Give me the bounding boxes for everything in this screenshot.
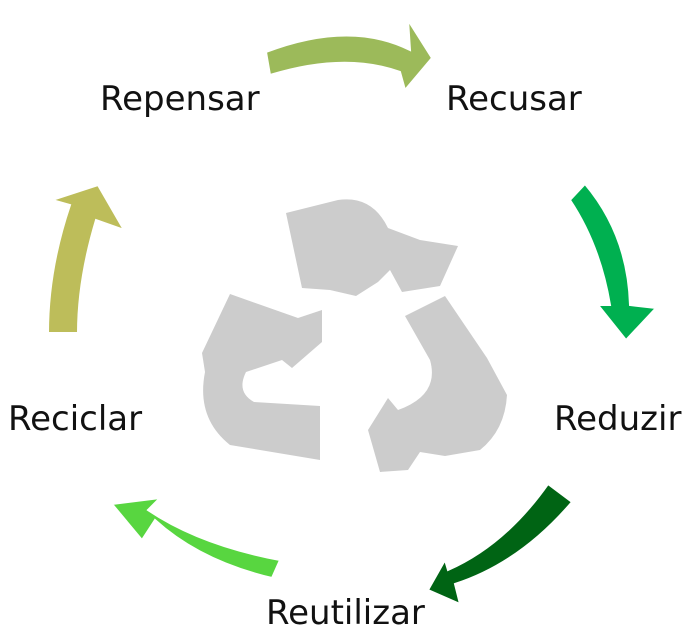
step-label-recusar: Recusar [446, 79, 582, 119]
arrow-reutilizar-to-reciclar [110, 496, 282, 580]
step-label-reciclar: Reciclar [8, 399, 143, 439]
step-label-reutilizar: Reutilizar [266, 593, 425, 633]
arrow-recusar-to-reduzir [568, 182, 659, 342]
arrow-repensar-to-recusar [264, 19, 434, 93]
arrow-reduzir-to-reutilizar [426, 482, 574, 606]
recycle-icon [202, 199, 507, 472]
arrow-reciclar-to-repensar [46, 183, 127, 334]
step-label-repensar: Repensar [100, 79, 260, 119]
step-label-reduzir: Reduzir [554, 399, 682, 439]
